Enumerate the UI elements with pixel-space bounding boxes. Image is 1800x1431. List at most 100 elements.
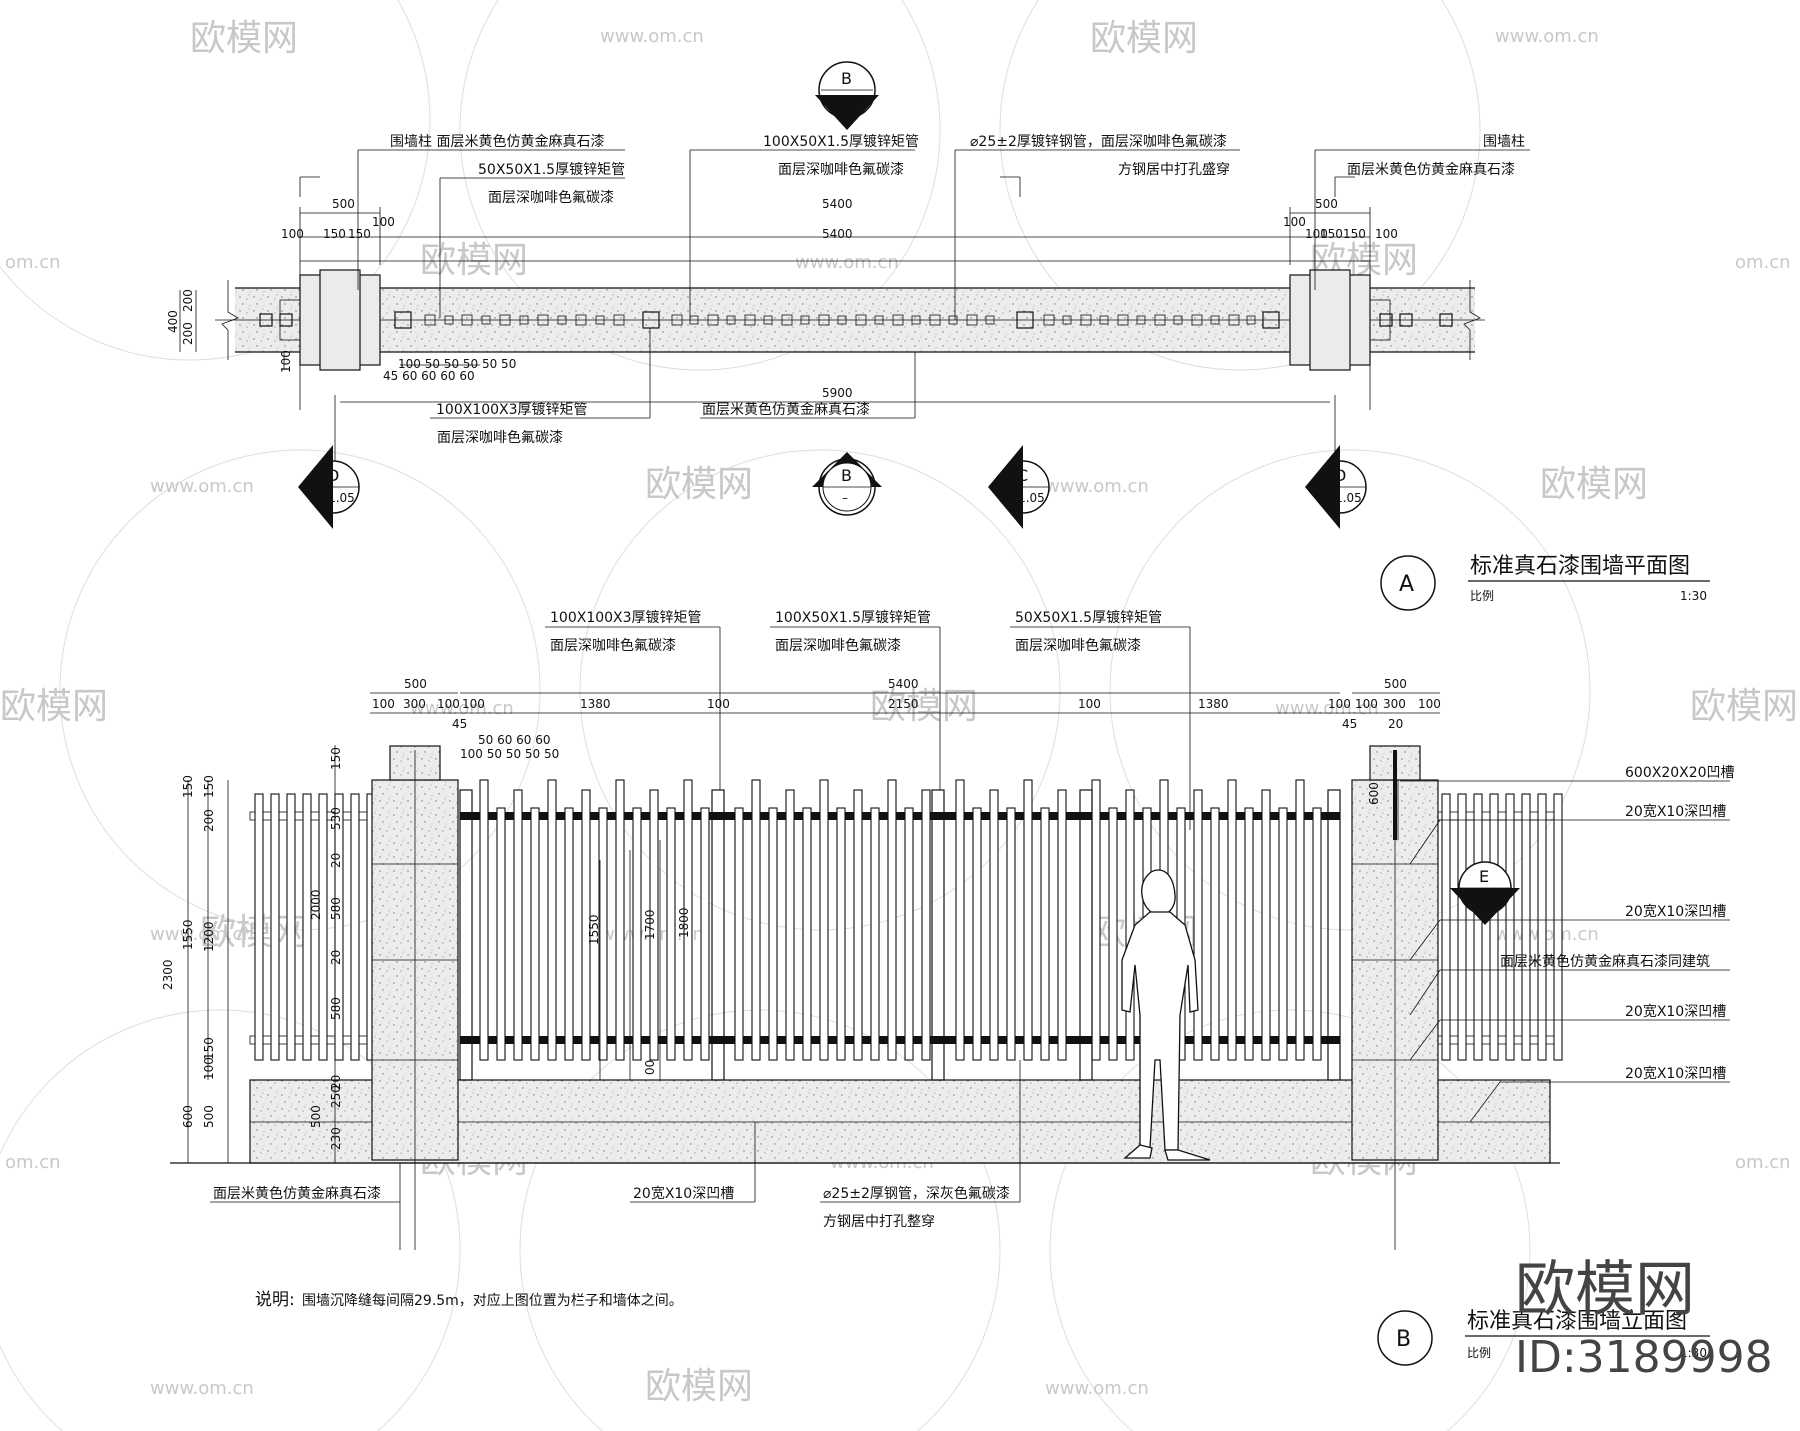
fence-picket [1312, 807, 1322, 1061]
dim-150: 150 [202, 775, 216, 798]
fence-picket [1125, 789, 1135, 1061]
elevation-title-block: B 标准真石漆围墙立面图 比例 1:30 [1377, 1309, 1710, 1366]
watermark-brand: 欧模网 [645, 1366, 753, 1407]
dim-1550: 1550 [181, 919, 195, 950]
section-marker-d-right: D 3.11.05 [1305, 445, 1367, 529]
plan-rail-posts [259, 311, 1453, 329]
elevation-note: 20宽X10深凹槽 [1625, 903, 1726, 920]
dim-300: 300 [403, 697, 426, 711]
elevation-note: 面层深咖啡色氟碳漆 [550, 637, 676, 654]
watermark-brand: 欧模网 [645, 464, 753, 505]
dim-150: 150 [348, 227, 371, 241]
dim-100: 100 [1078, 697, 1101, 711]
fence-picket [496, 807, 506, 1061]
elevation-note: 面层深咖啡色氟碳漆 [1015, 637, 1141, 654]
fence-pickets [254, 779, 1563, 1061]
plan-note: 面层深咖啡色氟碳漆 [488, 189, 614, 206]
watermark-site-short: om.cn [1735, 1152, 1791, 1173]
section-marker-b-bottom: B – [812, 452, 882, 516]
dim-500: 500 [309, 1105, 323, 1128]
dim-small-top: 50 60 60 60 [478, 733, 551, 747]
dim-100: 100 [462, 697, 485, 711]
fence-picket [286, 793, 296, 1061]
fence-picket [836, 807, 846, 1061]
fence-picket [904, 807, 914, 1061]
watermark-id: ID:3189998 [1515, 1332, 1773, 1383]
watermark-site: www.om.cn [1045, 1378, 1149, 1399]
fence-picket [1040, 807, 1050, 1061]
scale-figure [1121, 869, 1211, 1161]
dim-500: 500 [1384, 677, 1407, 691]
fence-picket [649, 789, 659, 1061]
dim-600: 600 [1367, 782, 1381, 805]
fence-picket [1091, 779, 1101, 1061]
watermark-site: www.om.cn [1495, 26, 1599, 47]
elevation-leaders [210, 626, 1730, 1203]
dim-5400: 5400 [888, 677, 919, 691]
fence-picket [254, 793, 264, 1061]
section-ref: 3.11.05 [999, 491, 1045, 505]
elevation-note: 面层米黄色仿黄金麻真石漆 [213, 1185, 381, 1202]
watermark-site: www.om.cn [1045, 476, 1149, 497]
section-letter: B [841, 466, 852, 485]
elevation-title: 标准真石漆围墙立面图 [1467, 1309, 1687, 1334]
dim-100: 100 [1283, 215, 1306, 229]
fence-picket [1505, 793, 1515, 1061]
watermark-site: www.om.cn [795, 252, 899, 273]
elevation-note: 20宽X10深凹槽 [1625, 1065, 1726, 1082]
fence-picket [955, 779, 965, 1061]
fence-picket [768, 807, 778, 1061]
plan-dimensions [179, 207, 1371, 470]
dim-230: 230 [329, 1127, 343, 1150]
plan-title: 标准真石漆围墙平面图 [1470, 554, 1690, 579]
plan-note: 面层米黄色仿黄金麻真石漆 [1347, 161, 1515, 178]
plan-view: 500 100 150 150 100 5400 5400 100 500 10… [166, 61, 1710, 611]
dim-200: 200 [181, 289, 195, 312]
dim-small-bottom: 100 50 50 50 50 [460, 747, 559, 761]
watermark-brand: 欧模网 [1090, 18, 1198, 59]
dim-1380: 1380 [580, 697, 611, 711]
section-letter: D [327, 466, 339, 485]
plan-note: 围墙柱 面层米黄色仿黄金麻真石漆 [390, 133, 604, 150]
scale-value: 1:30 [1680, 589, 1707, 603]
elevation-note: 20宽X10深凹槽 [1625, 803, 1726, 820]
fence-picket [1278, 807, 1288, 1061]
elevation-note: 50X50X1.5厚镀锌矩管 [1015, 609, 1162, 626]
plan-note: 面层深咖啡色氟碳漆 [778, 161, 904, 178]
dim-150: 150 [1343, 227, 1366, 241]
watermark-big: 欧模网 ID:3189998 [1515, 1255, 1773, 1383]
top-rail [460, 812, 1340, 820]
scale-value: 1:30 [1680, 1346, 1707, 1360]
dim-100: 100 [1328, 697, 1351, 711]
watermark-brand: 欧模网 [870, 686, 978, 727]
fence-picket [887, 779, 897, 1061]
dim-150: 150 [181, 775, 195, 798]
fence-picket [1210, 807, 1220, 1061]
dim-500: 500 [202, 1105, 216, 1128]
dim-20: 20 [329, 1075, 343, 1090]
fence-picket [819, 779, 829, 1061]
dim-150: 150 [323, 227, 346, 241]
section-ref: 3.11.05 [309, 491, 355, 505]
fence-picket [513, 789, 523, 1061]
watermark-big-brand: 欧模网 [1515, 1255, 1695, 1325]
section-letter: B [841, 69, 852, 88]
fence-picket [1537, 793, 1547, 1061]
dim-100: 100 [1355, 697, 1378, 711]
plan-leaders [357, 149, 1530, 419]
title-label: B [1396, 1327, 1411, 1352]
watermark-brand: 欧模网 [420, 240, 528, 281]
fence-picket [1006, 807, 1016, 1061]
dim-2000: 2000 [309, 889, 323, 920]
footer-text: 围墙沉降缝每间隔29.5m，对应上图位置为栏子和墙体之间。 [302, 1292, 683, 1309]
plan-note: 方钢居中打孔盛穿 [1118, 161, 1230, 178]
fence-picket [1057, 789, 1067, 1061]
section-marker-b-top: B – [815, 61, 879, 130]
section-letter: D [1334, 466, 1346, 485]
dim-200: 200 [181, 322, 195, 345]
fence-picket [1489, 793, 1499, 1061]
section-letter: E [1479, 867, 1489, 886]
dim-150: 150 [329, 747, 343, 770]
dim-1380: 1380 [1198, 697, 1229, 711]
